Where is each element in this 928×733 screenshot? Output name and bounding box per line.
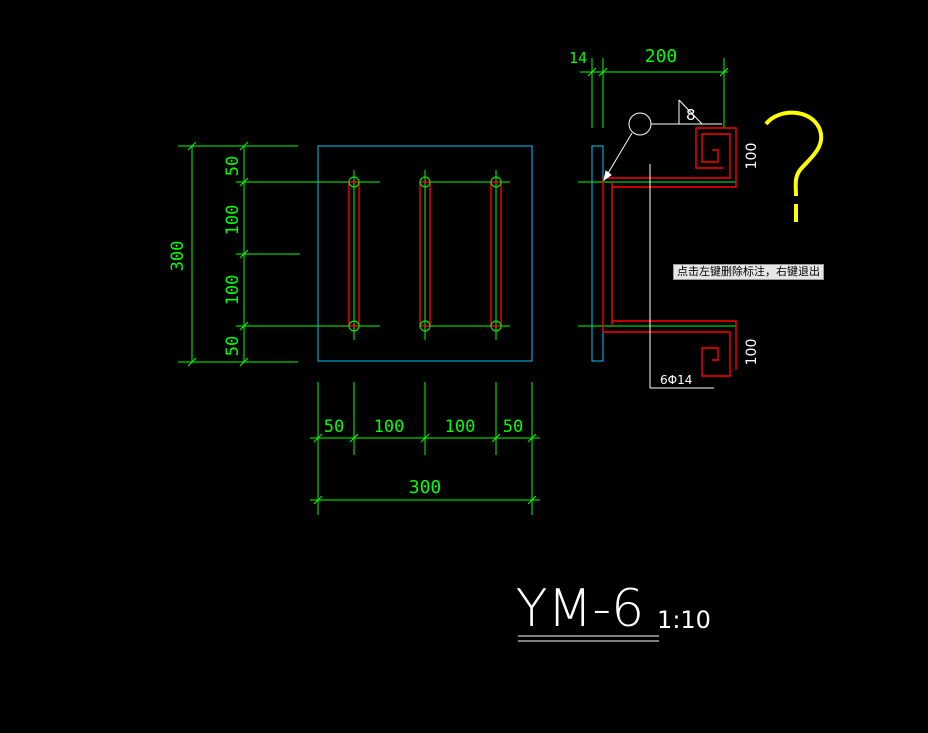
side-view-top-dimensions[interactable] <box>580 58 729 128</box>
bottom-dim-segment-1[interactable]: 50 <box>324 417 344 437</box>
bar-spec-label[interactable]: 6Φ14 <box>660 373 692 387</box>
bottom-dimension-group[interactable] <box>310 382 540 515</box>
hook-dim-top[interactable]: 100 <box>744 143 760 170</box>
side-dim-plate-thickness[interactable]: 14 <box>569 49 587 67</box>
bottom-dim-segment-3[interactable]: 100 <box>445 417 476 437</box>
bottom-total-dimension[interactable]: 300 <box>409 477 442 498</box>
embedded-plate-side-view[interactable] <box>591 145 604 362</box>
left-dimension-group[interactable] <box>178 141 380 367</box>
drawing-scale[interactable]: 1:10 <box>657 606 711 634</box>
hook-dim-bottom[interactable]: 100 <box>744 339 760 366</box>
left-dim-segment-2[interactable]: 100 <box>223 205 243 236</box>
left-dim-segment-1[interactable]: 50 <box>223 156 243 176</box>
weld-size-label[interactable]: 8 <box>686 106 696 124</box>
embedded-plate-front-view[interactable] <box>317 145 533 362</box>
bottom-dim-segment-2[interactable]: 100 <box>374 417 405 437</box>
anchor-bars-front-view[interactable] <box>348 170 510 340</box>
left-dim-segment-4[interactable]: 50 <box>223 336 243 356</box>
help-cursor-icon <box>764 110 824 222</box>
anchor-bar-side-view[interactable] <box>602 127 737 377</box>
weld-annotation[interactable] <box>603 99 722 389</box>
side-view-centerlines[interactable] <box>578 170 737 338</box>
bottom-dim-segment-4[interactable]: 50 <box>503 417 523 437</box>
drawing-title[interactable]: YM-6 <box>516 579 644 639</box>
status-tooltip: 点击左键删除标注，右键退出 <box>673 264 824 280</box>
left-total-dimension[interactable]: 300 <box>168 241 188 272</box>
side-dim-anchor-length[interactable]: 200 <box>645 46 678 67</box>
left-dim-segment-3[interactable]: 100 <box>223 275 243 306</box>
